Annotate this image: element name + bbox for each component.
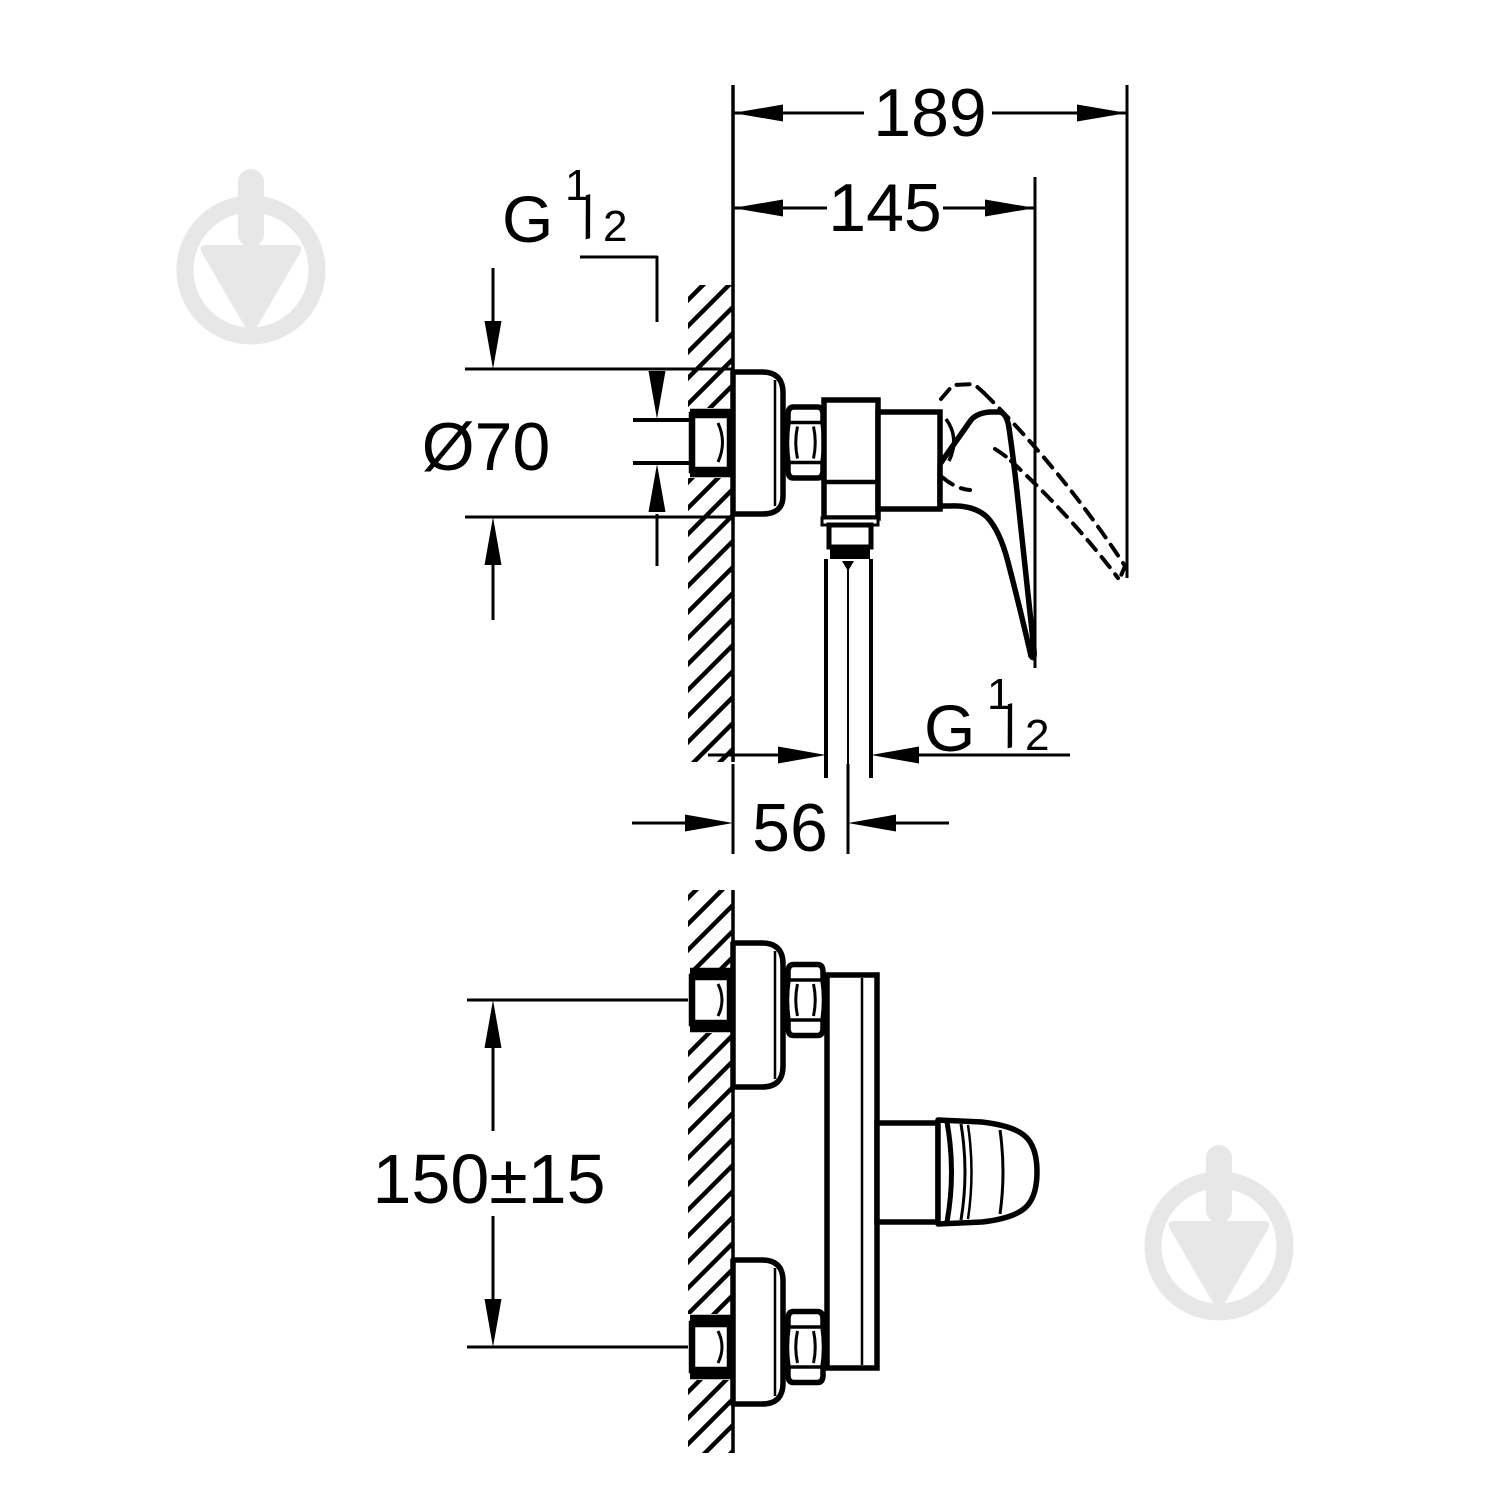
arrowhead [685, 814, 733, 832]
wall-hatching [688, 1033, 733, 1314]
dim-70-label: Ø70 [422, 409, 551, 485]
arrowhead [484, 1299, 502, 1347]
thread-numerator: 1 [565, 161, 589, 210]
hex-union-nut [787, 407, 825, 478]
dim-145: 145 [733, 170, 1037, 668]
wall-hatching [688, 890, 733, 968]
knob-face-arc [998, 1129, 1005, 1215]
dim-189-label: 189 [873, 75, 986, 151]
valve-body [820, 397, 943, 571]
escutcheon [730, 940, 786, 1090]
thread-letter: G [502, 182, 553, 256]
square-wall-nut [688, 973, 734, 1027]
front-view: 150±15 [372, 890, 1040, 1453]
wall-section [688, 85, 735, 762]
thread-denominator: 2 [1025, 711, 1049, 760]
outlet-neck [826, 522, 874, 550]
square-wall-nut [688, 1320, 734, 1374]
dim-150-label: 150±15 [372, 1140, 605, 1218]
square-wall-nut [688, 411, 734, 474]
wall-hatching [688, 478, 733, 762]
handle-stem [874, 1120, 941, 1225]
escutcheon [730, 369, 786, 517]
valve-body [824, 972, 880, 1371]
arrowhead [484, 1000, 502, 1048]
dim-145-label: 145 [828, 170, 941, 246]
knob-collar-arc [944, 1121, 954, 1223]
arrowhead [871, 746, 919, 764]
outlet-nut-band [830, 547, 870, 559]
dim-189: 189 [733, 75, 1129, 578]
arrowhead [648, 371, 666, 419]
dim-150: 150±15 [372, 998, 688, 1349]
escutcheon [730, 1257, 786, 1407]
arrowhead [985, 199, 1035, 217]
hex-union-nut [787, 1312, 825, 1383]
arrowhead [484, 321, 502, 369]
square-nut-chamfer [716, 422, 724, 463]
wall-opening-edges [690, 967, 733, 1380]
inlet-pipe [633, 418, 692, 465]
cartridge-dome [875, 409, 943, 512]
arrowhead [848, 814, 896, 832]
handle-ball-arc [944, 417, 956, 462]
dim-56: 56 [632, 764, 949, 866]
arrowhead [648, 464, 666, 512]
wall-hatching [688, 285, 733, 408]
arrowhead [1077, 104, 1127, 122]
arrowhead [733, 199, 783, 217]
shower-outlet-pipe [824, 559, 873, 789]
thread-numerator: 1 [987, 670, 1011, 719]
upper-union [688, 940, 825, 1090]
thread-letter: G [924, 691, 975, 765]
knob-collar-arc [959, 1123, 967, 1221]
dim-56-label: 56 [752, 790, 828, 866]
lower-union [688, 1257, 825, 1407]
arrowhead [778, 746, 826, 764]
square-nut-chamfer [716, 1330, 724, 1364]
lever-handle [874, 1117, 1040, 1227]
dim-diameter-70: Ø70 [422, 268, 733, 620]
arrowhead [484, 517, 502, 565]
inlet-connection [633, 411, 790, 474]
lever-handle-alt-position-dashed [939, 381, 1128, 580]
square-nut-chamfer [716, 983, 724, 1017]
thread-denominator: 2 [603, 202, 627, 251]
hex-union-nut [787, 965, 825, 1036]
knob-collar-arc [966, 1124, 973, 1220]
wall-hatching [688, 1380, 733, 1453]
arrowhead [733, 104, 783, 122]
